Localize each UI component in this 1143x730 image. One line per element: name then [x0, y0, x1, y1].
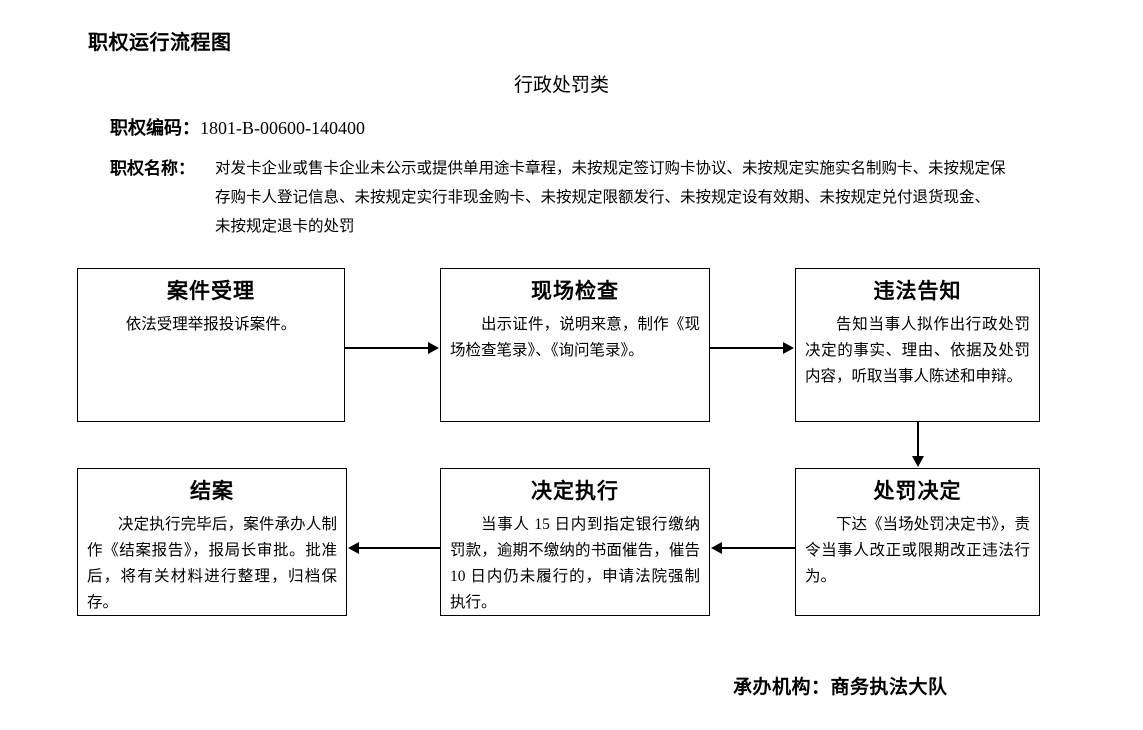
arrow-right-icon — [783, 342, 794, 354]
flow-box-penalty-decision[interactable]: 处罚决定 下达《当场处罚决定书》，责令当事人改正或限期改正违法行为。 — [795, 468, 1040, 616]
flow-box-case-acceptance[interactable]: 案件受理 依法受理举报投诉案件。 — [77, 268, 345, 422]
flow-box-body: 下达《当场处罚决定书》，责令当事人改正或限期改正违法行为。 — [805, 516, 1030, 585]
power-code-row: 职权编码：1801-B-00600-140400 — [110, 114, 365, 140]
power-name-line: 对发卡企业或售卡企业未公示或提供单用途卡章程，未按规定签订购卡协议、未按规定实施… — [215, 160, 1006, 177]
document-subtitle: 行政处罚类 — [513, 75, 609, 96]
connector-accept-to-inspect — [345, 347, 429, 349]
power-code-label: 职权编码： — [110, 118, 200, 138]
flow-box-title: 案件受理 — [167, 279, 255, 303]
flow-box-body: 决定执行完毕后，案件承办人制作《结案报告》，报局长审批。批准后，将有关材料进行整… — [87, 516, 337, 611]
flow-box-body: 告知当事人拟作出行政处罚决定的事实、理由、依据及处罚内容，听取当事人陈述和申辩。 — [805, 316, 1030, 385]
flow-box-body: 当事人 15 日内到指定银行缴纳罚款，逾期不缴纳的书面催告，催告 10 日内仍未… — [450, 516, 700, 611]
power-name-label: 职权名称： — [110, 159, 195, 178]
flow-box-site-inspection[interactable]: 现场检查 出示证件，说明来意，制作《现场检查笔录》、《询问笔录》。 — [440, 268, 710, 422]
power-name-line: 未按规定退卡的处罚 — [215, 218, 355, 235]
arrow-down-icon — [912, 456, 924, 467]
arrow-left-icon — [711, 542, 722, 554]
flow-box-decision-execution[interactable]: 决定执行 当事人 15 日内到指定银行缴纳罚款，逾期不缴纳的书面催告，催告 10… — [440, 468, 710, 616]
connector-decision-to-execute — [722, 547, 795, 549]
flow-box-case-closure[interactable]: 结案 决定执行完毕后，案件承办人制作《结案报告》，报局长审批。批准后，将有关材料… — [77, 468, 347, 616]
connector-execute-to-close — [359, 547, 440, 549]
flow-box-title: 现场检查 — [531, 279, 619, 303]
connector-inspect-to-notify — [710, 347, 784, 349]
handling-organization: 承办机构：商务执法大队 — [733, 677, 948, 698]
flow-box-title: 决定执行 — [531, 479, 619, 503]
flow-box-title: 处罚决定 — [873, 479, 962, 503]
flow-box-body: 出示证件，说明来意，制作《现场检查笔录》、《询问笔录》。 — [450, 316, 700, 359]
arrow-right-icon — [428, 342, 439, 354]
flow-box-body: 依法受理举报投诉案件。 — [125, 316, 297, 333]
flow-box-title: 结案 — [190, 479, 234, 503]
flow-box-violation-notification[interactable]: 违法告知 告知当事人拟作出行政处罚决定的事实、理由、依据及处罚内容，听取当事人陈… — [795, 268, 1040, 422]
page-title: 职权运行流程图 — [88, 32, 232, 54]
flow-box-title: 违法告知 — [873, 279, 962, 303]
arrow-left-icon — [348, 542, 359, 554]
power-name-line: 存购卡人登记信息、未按规定实行非现金购卡、未按规定限额发行、未按规定设有效期、未… — [215, 189, 991, 206]
connector-notify-to-decision — [917, 422, 919, 458]
power-name-row: 职权名称： 对发卡企业或售卡企业未公示或提供单用途卡章程，未按规定签订购卡协议、… — [110, 154, 1100, 241]
power-name-text: 对发卡企业或售卡企业未公示或提供单用途卡章程，未按规定签订购卡协议、未按规定实施… — [215, 154, 1100, 241]
power-code-value: 1801-B-00600-140400 — [200, 118, 365, 138]
